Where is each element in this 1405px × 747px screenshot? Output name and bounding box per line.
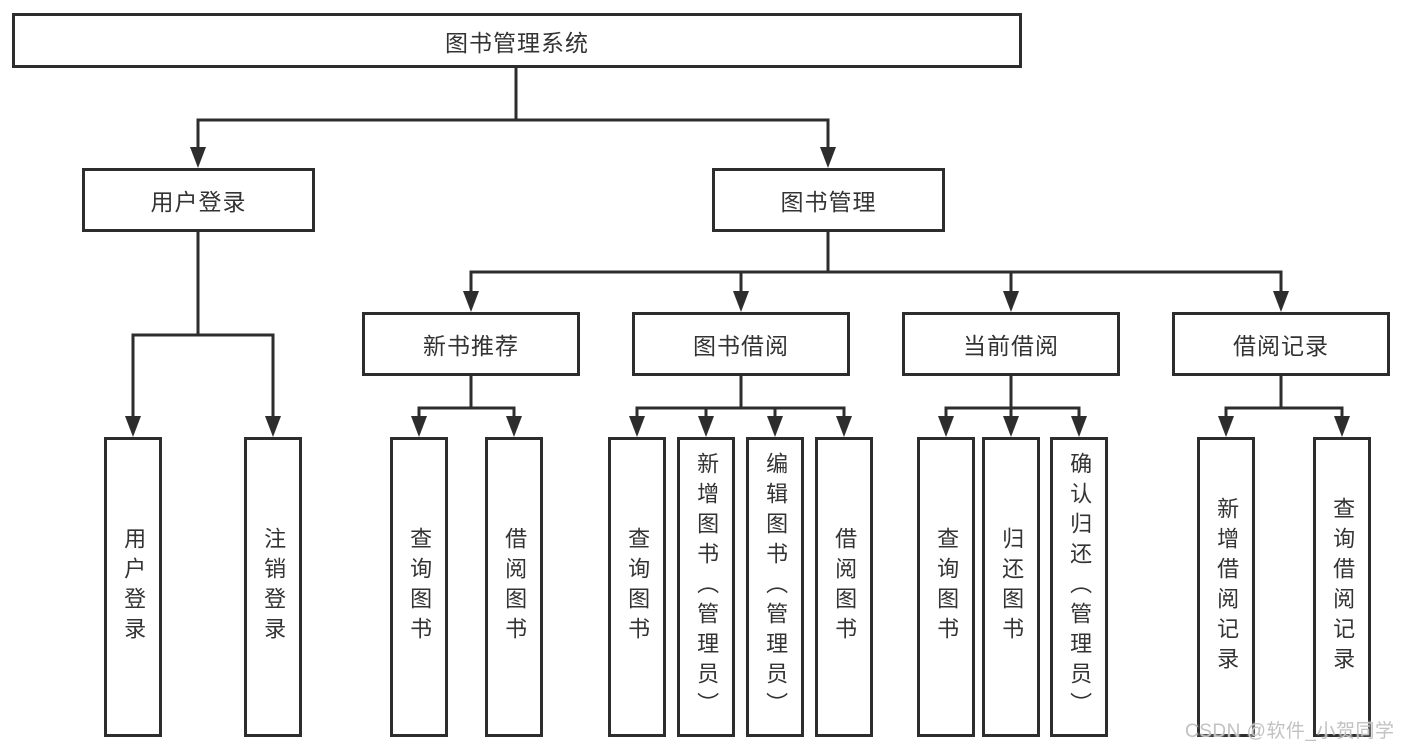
vertical-label: 查询图书 xyxy=(407,527,433,647)
vertical-label: 查询图书 xyxy=(934,527,960,647)
leaf-borrow-add-books-admin: 新增图书（管理员） xyxy=(677,437,735,737)
leaf-borrow-edit-books-admin: 编辑图书（管理员） xyxy=(746,437,804,737)
vertical-label: 新增借阅记录 xyxy=(1214,497,1240,677)
leaf-borrow-borrow-books: 借阅图书 xyxy=(815,437,873,737)
vertical-label: 确认归还（管理员） xyxy=(1067,452,1093,722)
vertical-label: 借阅图书 xyxy=(502,527,528,647)
leaf-current-return-books: 归还图书 xyxy=(982,437,1040,737)
node-library-system: 图书管理系统 xyxy=(12,13,1022,68)
leaf-borrow-query-books: 查询图书 xyxy=(608,437,666,737)
leaf-records-add-record: 新增借阅记录 xyxy=(1197,437,1255,737)
vertical-label: 归还图书 xyxy=(999,527,1025,647)
leaf-logout: 注销登录 xyxy=(244,437,302,737)
node-new-book-recommend: 新书推荐 xyxy=(362,312,580,376)
leaf-newbook-borrow-books: 借阅图书 xyxy=(485,437,543,737)
leaf-current-query-books: 查询图书 xyxy=(917,437,975,737)
leaf-records-query-record: 查询借阅记录 xyxy=(1313,437,1371,737)
leaf-user-login: 用户登录 xyxy=(104,437,162,737)
arrowhead-icons xyxy=(125,147,1350,437)
vertical-label: 查询图书 xyxy=(625,527,651,647)
vertical-label: 查询借阅记录 xyxy=(1330,497,1356,677)
vertical-label: 用户登录 xyxy=(121,527,147,647)
vertical-label: 新增图书（管理员） xyxy=(694,452,720,722)
vertical-label: 编辑图书（管理员） xyxy=(763,452,789,722)
leaf-newbook-query-books: 查询图书 xyxy=(390,437,448,737)
watermark: CSDN @软件_小贺同学 xyxy=(1185,721,1395,742)
node-current-borrow: 当前借阅 xyxy=(902,312,1120,376)
node-book-borrow: 图书借阅 xyxy=(632,312,850,376)
node-borrow-records: 借阅记录 xyxy=(1172,312,1390,376)
leaf-current-confirm-return-admin: 确认归还（管理员） xyxy=(1050,437,1108,737)
node-user-login: 用户登录 xyxy=(82,168,315,232)
vertical-label: 注销登录 xyxy=(261,527,287,647)
vertical-label: 借阅图书 xyxy=(832,527,858,647)
node-book-management: 图书管理 xyxy=(712,168,945,232)
